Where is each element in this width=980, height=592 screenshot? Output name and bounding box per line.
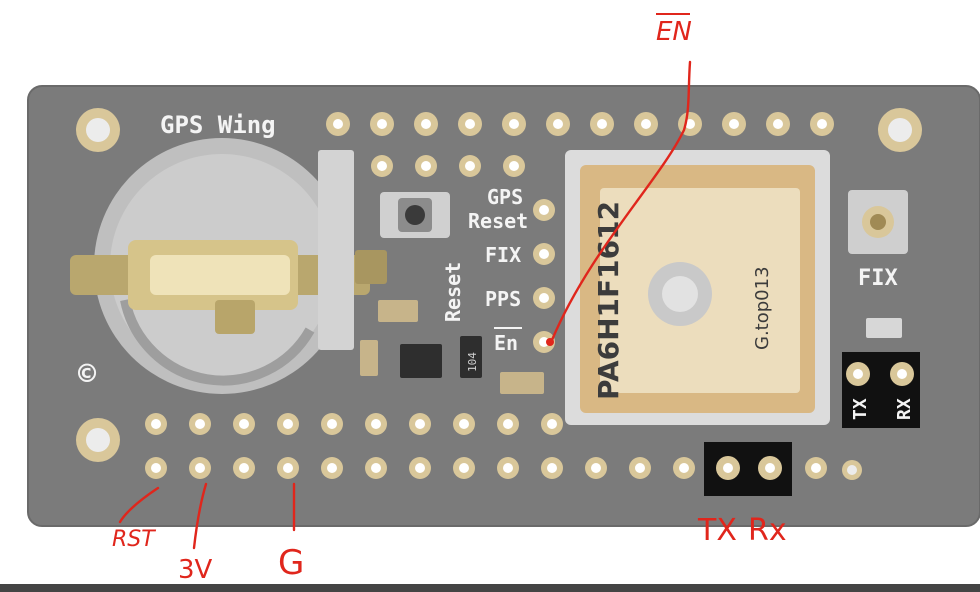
en-annotation-dot xyxy=(546,338,554,346)
board-title: GPS Wing xyxy=(160,111,276,139)
copyright-mark: © xyxy=(78,357,97,392)
smd-components xyxy=(360,300,544,394)
bottom-edge-bar xyxy=(0,584,980,592)
reset-silk-label: Reset xyxy=(441,262,465,322)
mounting-holes xyxy=(76,108,922,480)
pps-pin-label: PPS xyxy=(485,287,521,311)
en-annotation-label: EN xyxy=(656,17,692,47)
reset-button xyxy=(380,192,450,238)
txrx-bottom-pads xyxy=(716,456,782,480)
rst-annotation-label: RST xyxy=(112,527,156,552)
gps-module xyxy=(565,150,830,425)
pcb-board-shade xyxy=(27,85,980,527)
tx-silk-label: TX xyxy=(850,398,871,420)
gps-reset-label-line1: GPS xyxy=(487,185,523,209)
bottom-header-row-1 xyxy=(145,413,563,435)
rst-annotation-line xyxy=(118,486,160,524)
tx-annotation-label: TX xyxy=(697,513,737,548)
v3-annotation-label: 3V xyxy=(178,555,213,585)
resistor-code: 104 xyxy=(466,352,479,372)
en-annotation-line xyxy=(550,60,692,342)
coin-cell-holder xyxy=(70,138,387,394)
second-row-pads xyxy=(371,155,525,177)
top-header-pads xyxy=(326,112,834,136)
en-pin-label: En xyxy=(494,331,518,355)
v3-annotation-line xyxy=(192,482,208,550)
g-annotation-label: G xyxy=(278,543,304,583)
fix-led xyxy=(866,318,902,338)
rx-silk-label: RX xyxy=(894,398,915,420)
fix-pin-label: FIX xyxy=(485,243,521,267)
gps-reset-label-line2: Reset xyxy=(468,209,528,233)
fix-led-label: FIX xyxy=(858,266,898,291)
antenna-connector xyxy=(848,190,908,254)
rx-annotation-label: Rx xyxy=(748,513,787,548)
gps-pin-pads xyxy=(533,199,555,353)
bottom-header-row-2 xyxy=(145,457,827,479)
gps-part-number: PA6H1F1612 xyxy=(592,201,625,400)
gps-antenna-label: G.top013 xyxy=(752,266,773,350)
txrx-right-pads xyxy=(846,362,914,386)
